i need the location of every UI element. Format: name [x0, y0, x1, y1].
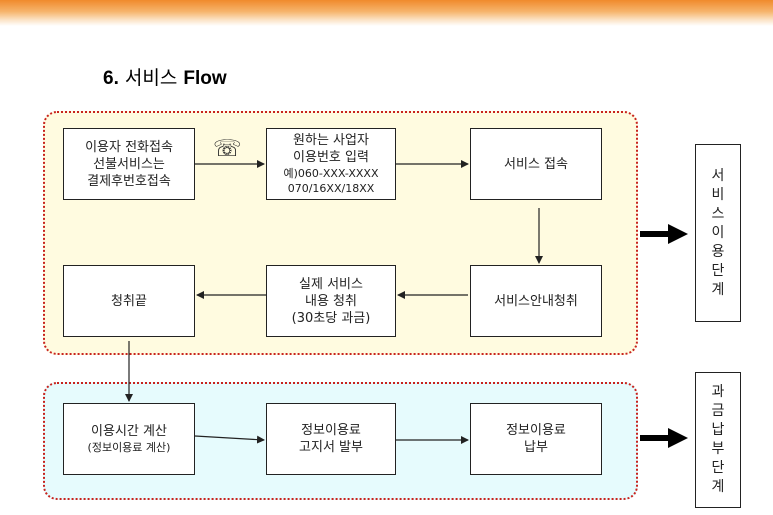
stage-label-char: 비: [711, 186, 725, 203]
step-line: 고지서 발부: [299, 440, 363, 455]
stage-label-char: 금: [711, 403, 725, 419]
step-line: 서비스안내청취: [494, 293, 578, 309]
telephone-icon: ☏: [213, 136, 242, 162]
stage-label-char: 단: [711, 262, 725, 279]
step-example-line: 예)060-XXX-XXXX: [283, 167, 379, 180]
stage-label-char: 서: [711, 167, 725, 184]
step-sub-line: (정보이용료 계산): [87, 441, 171, 454]
step-line: 이용번호 입력: [293, 150, 369, 165]
step-line: 납부: [524, 440, 548, 455]
step-issue-notice: 정보이용료 고지서 발부: [266, 403, 396, 475]
step-pay-fee: 정보이용료 납부: [470, 403, 602, 475]
arrow-to-service-use-stage: [640, 224, 688, 244]
step-line: 청취끝: [111, 293, 147, 309]
step-service-guide: 서비스안내청취: [470, 265, 602, 337]
step-line: 실제 서비스: [299, 276, 363, 292]
step-calc-time: 이용시간 계산 (정보이용료 계산): [63, 403, 195, 475]
stage-label-char: 납: [711, 422, 725, 438]
step-service-connect: 서비스 접속: [470, 128, 602, 200]
step-actual-service: 실제 서비스 내용 청취 (30초당 과금): [266, 265, 396, 337]
step-line: 정보이용료: [301, 423, 361, 438]
step-line: 정보이용료: [506, 423, 566, 438]
step-line: 이용자 전화접속: [85, 139, 173, 155]
step-line: 이용시간 계산: [91, 424, 167, 439]
step-line: 원하는 사업자: [293, 133, 369, 148]
stage-label-char: 계: [711, 479, 725, 495]
header-gradient-band: [0, 0, 773, 26]
step-line: (30초당 과금): [291, 310, 371, 326]
step-line: 선불서비스는: [93, 156, 165, 172]
stage-label-billing: 과 금 납 부 단 계: [695, 372, 741, 508]
stage-label-char: 부: [711, 441, 725, 457]
title-korean: 서비스: [124, 67, 178, 89]
step-example-line: 070/16XX/18XX: [287, 182, 375, 195]
stage-label-service-use: 서 비 스 이 용 단 계: [695, 144, 741, 322]
stage-label-char: 이: [711, 224, 725, 241]
title-english: Flow: [183, 68, 227, 89]
stage-label-char: 단: [711, 460, 725, 476]
step-line: 결제후번호접속: [87, 173, 171, 189]
step-line: 내용 청취: [305, 293, 357, 309]
stage-label-char: 스: [711, 205, 725, 222]
stage-label-char: 용: [711, 243, 725, 260]
stage-label-char: 과: [711, 384, 725, 400]
step-line: 서비스 접속: [504, 156, 568, 172]
title-number: 6.: [103, 68, 119, 89]
arrow-to-billing-stage: [640, 428, 688, 448]
stage-label-char: 계: [711, 281, 725, 298]
step-listen-end: 청취끝: [63, 265, 195, 337]
step-enter-number: 원하는 사업자 이용번호 입력 예)060-XXX-XXXX 070/16XX/…: [266, 128, 396, 200]
page-title: 6. 서비스 Flow: [103, 63, 227, 90]
arrow-calc-to-notice: [194, 435, 265, 444]
step-call-access: 이용자 전화접속 선불서비스는 결제후번호접속: [63, 128, 195, 200]
